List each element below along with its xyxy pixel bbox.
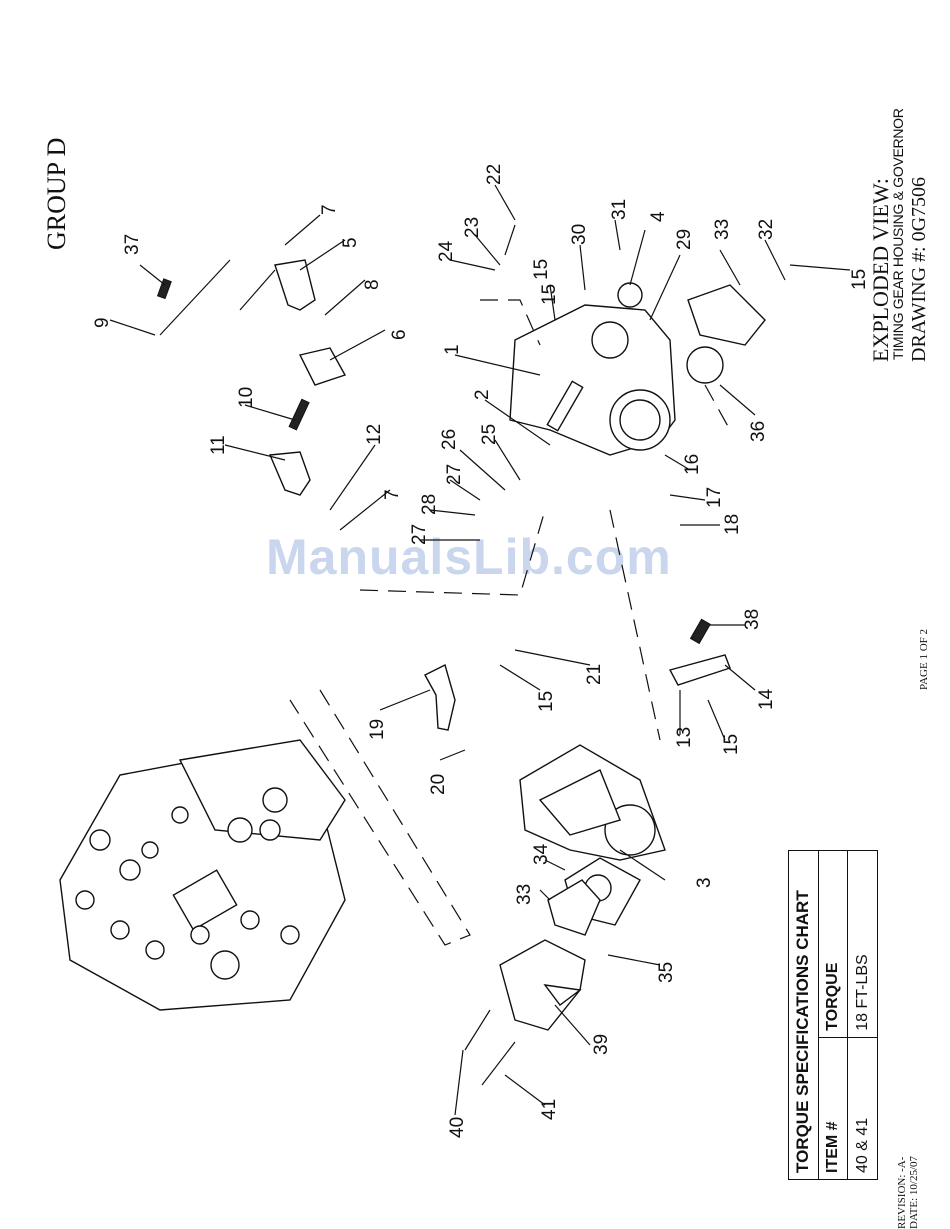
cell-torque: 18 FT-LBS (847, 850, 878, 1038)
callout-16: 16 (682, 454, 703, 475)
exploded-view-subtitle: TIMING GEAR HOUSING & GOVERNOR (890, 108, 906, 360)
gasket-33 (547, 879, 601, 936)
torque-chart: TORQUE SPECIFICATIONS CHART ITEM # TORQU… (788, 850, 878, 1180)
table-row: 40 & 41 18 FT-LBS (847, 850, 878, 1180)
callout-37: 37 (122, 234, 143, 255)
drawing-number: DRAWING #: 0G7506 (908, 176, 930, 362)
callout-24: 24 (436, 240, 457, 262)
callout-5: 5 (340, 237, 361, 248)
torque-chart-title: TORQUE SPECIFICATIONS CHART (788, 850, 819, 1180)
callout-8: 8 (362, 279, 383, 290)
seal-4 (617, 282, 643, 308)
callout-7: 7 (319, 204, 340, 215)
callout-20: 20 (428, 774, 449, 795)
callout-2: 2 (472, 389, 493, 400)
callout-11: 11 (208, 435, 229, 455)
engine-block (59, 739, 346, 1011)
lever-11 (268, 451, 311, 496)
callout-21: 21 (584, 664, 605, 685)
group-title: GROUP D (42, 137, 71, 250)
callout-1: 1 (442, 344, 463, 355)
callout-6: 6 (389, 329, 410, 340)
callout-41: 41 (539, 1099, 560, 1120)
callout-29: 29 (674, 229, 695, 250)
governor-arm-19 (424, 663, 456, 731)
callout-9: 9 (92, 317, 113, 328)
callout-33: 33 (712, 219, 733, 240)
callout-22: 22 (484, 164, 505, 185)
callout-26: 26 (439, 429, 460, 450)
callout-23: 23 (462, 217, 483, 238)
callout-15: 15 (531, 259, 552, 280)
page-number: PAGE 1 OF 2 (918, 628, 930, 690)
cell-item: 40 & 41 (847, 1037, 878, 1180)
callout-35: 35 (656, 962, 677, 983)
callout-28: 28 (419, 494, 440, 515)
callout-14: 14 (756, 688, 777, 710)
callout-10: 10 (236, 387, 257, 408)
callout-7: 7 (382, 489, 403, 500)
column-header-torque: TORQUE (818, 850, 848, 1038)
column-header-item: ITEM # (818, 1037, 848, 1180)
callout-25: 25 (479, 424, 500, 445)
front-cover-gasket (519, 744, 666, 861)
callout-31: 31 (609, 199, 630, 220)
callout-17: 17 (704, 487, 725, 508)
timing-gear-housing (509, 304, 676, 456)
callout-4: 4 (648, 211, 669, 222)
callout-40: 40 (447, 1117, 468, 1138)
callout-19: 19 (367, 719, 388, 740)
cover-33 (687, 284, 766, 346)
bracket-5 (274, 259, 316, 311)
oring-36 (686, 346, 724, 384)
revision-text: REVISION: -A- (896, 1156, 908, 1229)
callout-15: 15 (849, 269, 870, 290)
watermark: ManualsLib.com (266, 529, 672, 585)
callout-27: 27 (444, 464, 465, 485)
callout-34: 34 (531, 843, 552, 865)
callout-13: 13 (674, 727, 695, 748)
callout-15: 15 (539, 284, 560, 305)
callout-18: 18 (722, 514, 743, 535)
callout-39: 39 (591, 1034, 612, 1055)
callout-15: 15 (536, 691, 557, 712)
lever-13 (668, 654, 731, 686)
revision-block: REVISION: -A- DATE: 10/25/07 (896, 1156, 920, 1229)
plate-34 (564, 857, 641, 926)
callout-3: 3 (694, 877, 715, 888)
callout-33: 33 (514, 884, 535, 905)
callout-36: 36 (748, 421, 769, 442)
callout-38: 38 (742, 609, 763, 630)
callout-15: 15 (721, 734, 742, 755)
callout-30: 30 (569, 224, 590, 245)
bracket-39 (499, 939, 586, 1031)
callout-12: 12 (364, 424, 385, 445)
callout-32: 32 (756, 219, 777, 240)
date-text: DATE: 10/25/07 (908, 1155, 920, 1229)
bracket-6 (298, 347, 347, 386)
